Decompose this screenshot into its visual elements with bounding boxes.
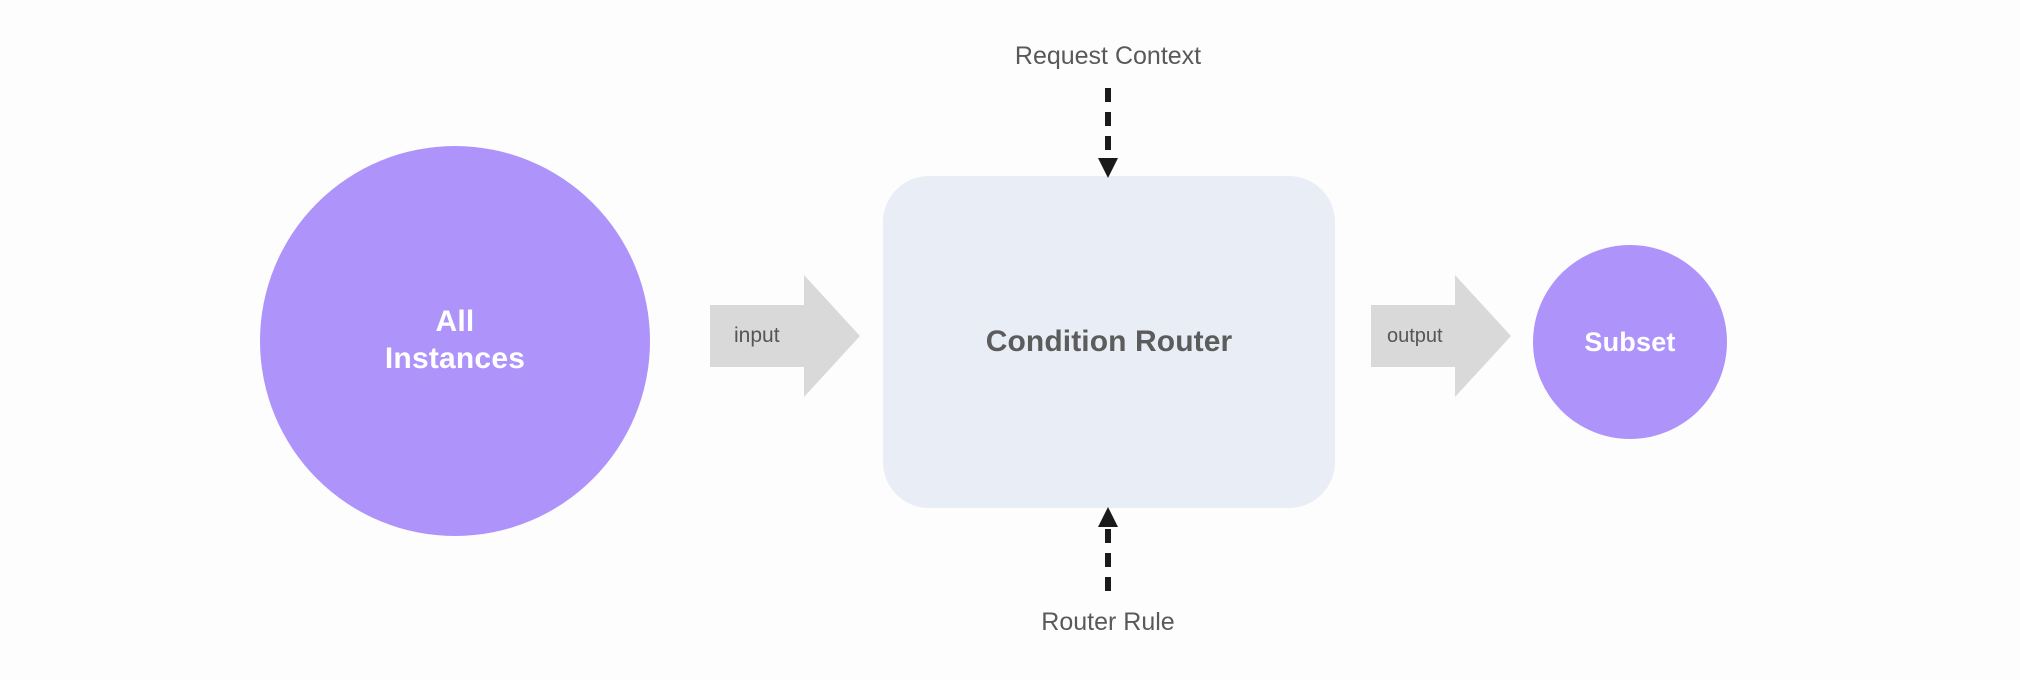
edge-output-arrow[interactable]: output <box>1371 272 1513 400</box>
node-all-instances[interactable]: All Instances <box>260 146 650 536</box>
edge-router-rule-label: Router Rule <box>1041 608 1175 636</box>
dashed-arrow-down-icon <box>1098 88 1118 178</box>
edge-input-arrow[interactable]: input <box>710 272 862 400</box>
edge-router-rule-arrow <box>1090 505 1126 597</box>
node-subset[interactable]: Subset <box>1533 245 1727 439</box>
node-all-instances-label: All Instances <box>385 304 525 377</box>
input-arrow-icon <box>710 275 860 397</box>
edge-output-arrow-label: output <box>1387 324 1443 347</box>
output-arrow-icon <box>1371 275 1511 397</box>
node-all-instances-label-line1: All <box>435 305 475 339</box>
edge-request-context-label: Request Context <box>1014 42 1202 70</box>
node-condition-router-label: Condition Router <box>985 325 1233 358</box>
node-all-instances-label-line2: Instances <box>384 342 526 375</box>
node-subset-label: Subset <box>1584 326 1676 357</box>
node-condition-router[interactable]: Condition Router <box>883 176 1335 508</box>
edge-input-arrow-label: input <box>734 324 780 347</box>
edge-request-context-arrow <box>1090 88 1126 180</box>
dashed-arrow-up-icon <box>1098 507 1118 597</box>
